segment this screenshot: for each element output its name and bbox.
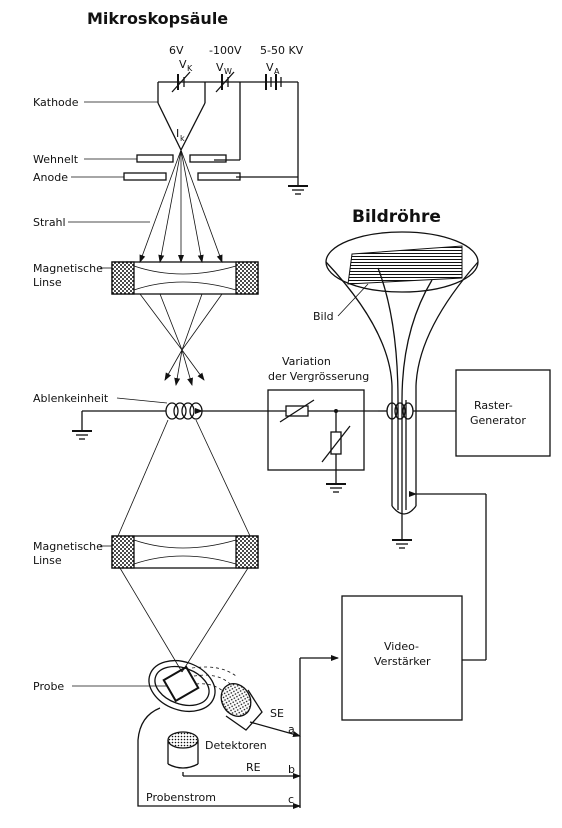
electron-beam-upper (139, 149, 223, 263)
label-lens1-line2: Linse (33, 276, 62, 289)
magnetic-lens-2 (111, 535, 259, 569)
crt-title: Bildröhre (352, 207, 441, 227)
va-symbol: V A (266, 61, 280, 76)
electron-beam-middle (139, 293, 223, 386)
label-probenstrom: Probenstrom (146, 791, 216, 804)
label-bild: Bild (313, 310, 334, 323)
raster-line2: Generator (470, 414, 526, 427)
svg-text:K: K (187, 64, 193, 73)
ik-label: I k (176, 127, 185, 143)
raster-line1: Raster- (474, 399, 513, 412)
label-wehnelt: Wehnelt (33, 153, 79, 166)
signal-lines (137, 655, 339, 809)
label-re: RE (246, 761, 261, 774)
electron-beam-probe (119, 567, 249, 673)
anode-plate-right (197, 172, 241, 181)
video-amplifier-box (341, 595, 463, 721)
label-a: a (288, 723, 295, 736)
svg-text:A: A (274, 67, 280, 76)
svg-text:V: V (179, 58, 187, 71)
video-line1: Video- (384, 640, 419, 653)
svg-text:k: k (180, 134, 185, 143)
deflection-coil (72, 402, 268, 440)
label-anode: Anode (33, 171, 68, 184)
label-detektoren: Detektoren (205, 739, 267, 752)
svg-text:W: W (224, 67, 232, 76)
crt-tube (325, 231, 487, 661)
label-lens2-line1: Magnetische (33, 540, 103, 553)
label-kathode: Kathode (33, 96, 79, 109)
label-b: b (288, 763, 295, 776)
magnetic-lens-1 (111, 261, 259, 295)
svg-text:I: I (176, 127, 179, 140)
variation-line2: der Vergrösserung (268, 370, 369, 383)
probe-stage (148, 659, 216, 713)
label-ablenkeinheit: Ablenkeinheit (33, 392, 109, 405)
anode-plate-left (123, 172, 167, 181)
label-lens2-line2: Linse (33, 554, 62, 567)
cathode-filament (157, 102, 206, 151)
label-lens1-line1: Magnetische (33, 262, 103, 275)
vw-symbol: V W (216, 61, 232, 76)
vk-symbol: V K (179, 58, 193, 73)
va-value: 5-50 KV (260, 44, 304, 57)
wehnelt-plate-left (136, 154, 174, 163)
wehnelt-plate-right (189, 154, 227, 163)
label-c: c (288, 793, 294, 806)
label-probe: Probe (33, 680, 64, 693)
label-strahl: Strahl (33, 216, 66, 229)
column-title: Mikroskopsäule (87, 9, 228, 28)
electron-beam-lower (117, 419, 251, 537)
vk-value: 6V (169, 44, 184, 57)
svg-text:V: V (266, 61, 274, 74)
se-detector (191, 666, 263, 731)
raster-generator-box (455, 369, 551, 457)
vw-value: -100V (209, 44, 242, 57)
variation-box (267, 389, 378, 493)
re-detector (167, 731, 199, 769)
label-se: SE (270, 707, 284, 720)
svg-text:V: V (216, 61, 224, 74)
variation-line1: Variation (282, 355, 331, 368)
cathode-supply-circuit (157, 71, 308, 195)
video-line2: Verstärker (374, 655, 431, 668)
